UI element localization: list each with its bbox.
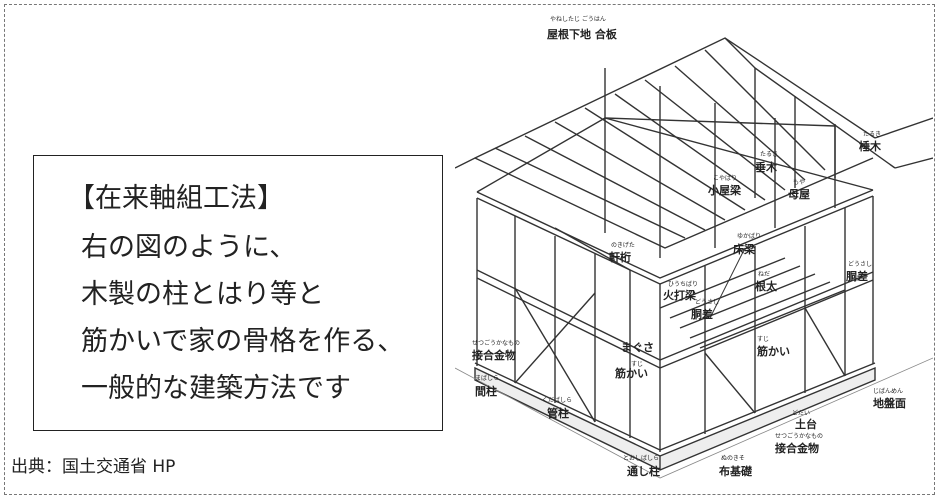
label-ruby: どだい	[792, 409, 810, 417]
label-brace-left: 筋かい	[614, 366, 648, 380]
description-line-2: 木製の柱とはり等と	[81, 279, 324, 310]
label-ruby: せつごうかなもの	[472, 339, 520, 347]
source-credit: 出典：国土交通省 HP	[11, 457, 176, 477]
label-girth-left: 胴差	[691, 307, 713, 321]
label-rafter: 垂木	[755, 160, 778, 174]
label-purlin: 母屋	[788, 188, 810, 201]
label-connector-left: 接合金物	[472, 348, 516, 362]
label-ruby: どうさし	[695, 298, 719, 306]
house-frame-diagram: やねしたじ ごうはん 屋根下地 合板 たるき 垂木 こやばり 小屋梁 もや 母屋…	[455, 15, 933, 479]
label-stud: 間柱	[475, 384, 497, 398]
label-eave-beam: 軒桁	[609, 250, 631, 264]
label-ruby: たるき	[760, 151, 778, 158]
label-brace-right: 筋かい	[756, 344, 790, 358]
diagram-labels: やねしたじ ごうはん 屋根下地 合板 たるき 垂木 こやばり 小屋梁 もや 母屋…	[472, 15, 906, 478]
label-ruby: ひうちばり	[668, 280, 698, 288]
description-line-4: 一般的な建築方法です	[81, 373, 351, 404]
label-ground-level: 地盤面	[873, 396, 906, 410]
label-ruby: すじ	[757, 336, 769, 343]
label-through-post: 通し柱	[627, 464, 660, 478]
description-box: 【在来軸組工法】 右の図のように、 木製の柱とはり等と 筋かいで家の骨格を作る、…	[33, 155, 443, 431]
label-connector-right: 接合金物	[775, 441, 819, 455]
label-angle-brace: 火打梁	[663, 288, 697, 302]
label-ruby: くだばしら	[542, 396, 572, 404]
label-sill: 土台	[795, 417, 817, 431]
description-line-3: 筋かいで家の骨格を作る、	[81, 326, 405, 357]
house-frame-lines	[455, 37, 933, 479]
dashed-frame	[4, 4, 935, 495]
label-storey-post: 管柱	[547, 406, 569, 420]
label-ruby: こやばり	[713, 174, 737, 182]
label-lintel: まぐさ	[621, 341, 654, 354]
description-title: 【在来軸組工法】	[68, 183, 284, 214]
label-ruby: やねしたじ ごうはん	[550, 15, 606, 23]
label-floor-beam: 床梁	[733, 242, 756, 256]
label-joist: 根太	[755, 279, 778, 293]
description-line-1: 右の図のように、	[81, 232, 297, 263]
label-girth-right: 胴差	[846, 269, 868, 283]
label-ceiling-beam: 小屋梁	[707, 183, 742, 197]
label-ruby: たるき	[863, 131, 881, 138]
label-ruby: のきげた	[611, 241, 635, 249]
label-ruby: じばんめん	[873, 387, 903, 395]
label-ruby: ゆかばり	[737, 232, 761, 240]
label-ruby: まばしら	[475, 374, 499, 382]
label-ruby: ねだ	[758, 271, 770, 278]
label-ruby: すじ	[631, 361, 643, 368]
label-rafter-edge: 棰木	[859, 139, 882, 153]
label-ruby: せつごうかなもの	[775, 432, 823, 440]
label-ruby: ぬのきそ	[721, 455, 745, 462]
label-roof-sheathing: 屋根下地 合板	[547, 27, 618, 41]
label-ruby: とおしばしら	[623, 454, 659, 462]
label-ruby: どうさし	[848, 260, 872, 268]
label-strip-foundation: 布基礎	[719, 464, 753, 478]
label-ruby: もや	[793, 178, 805, 186]
